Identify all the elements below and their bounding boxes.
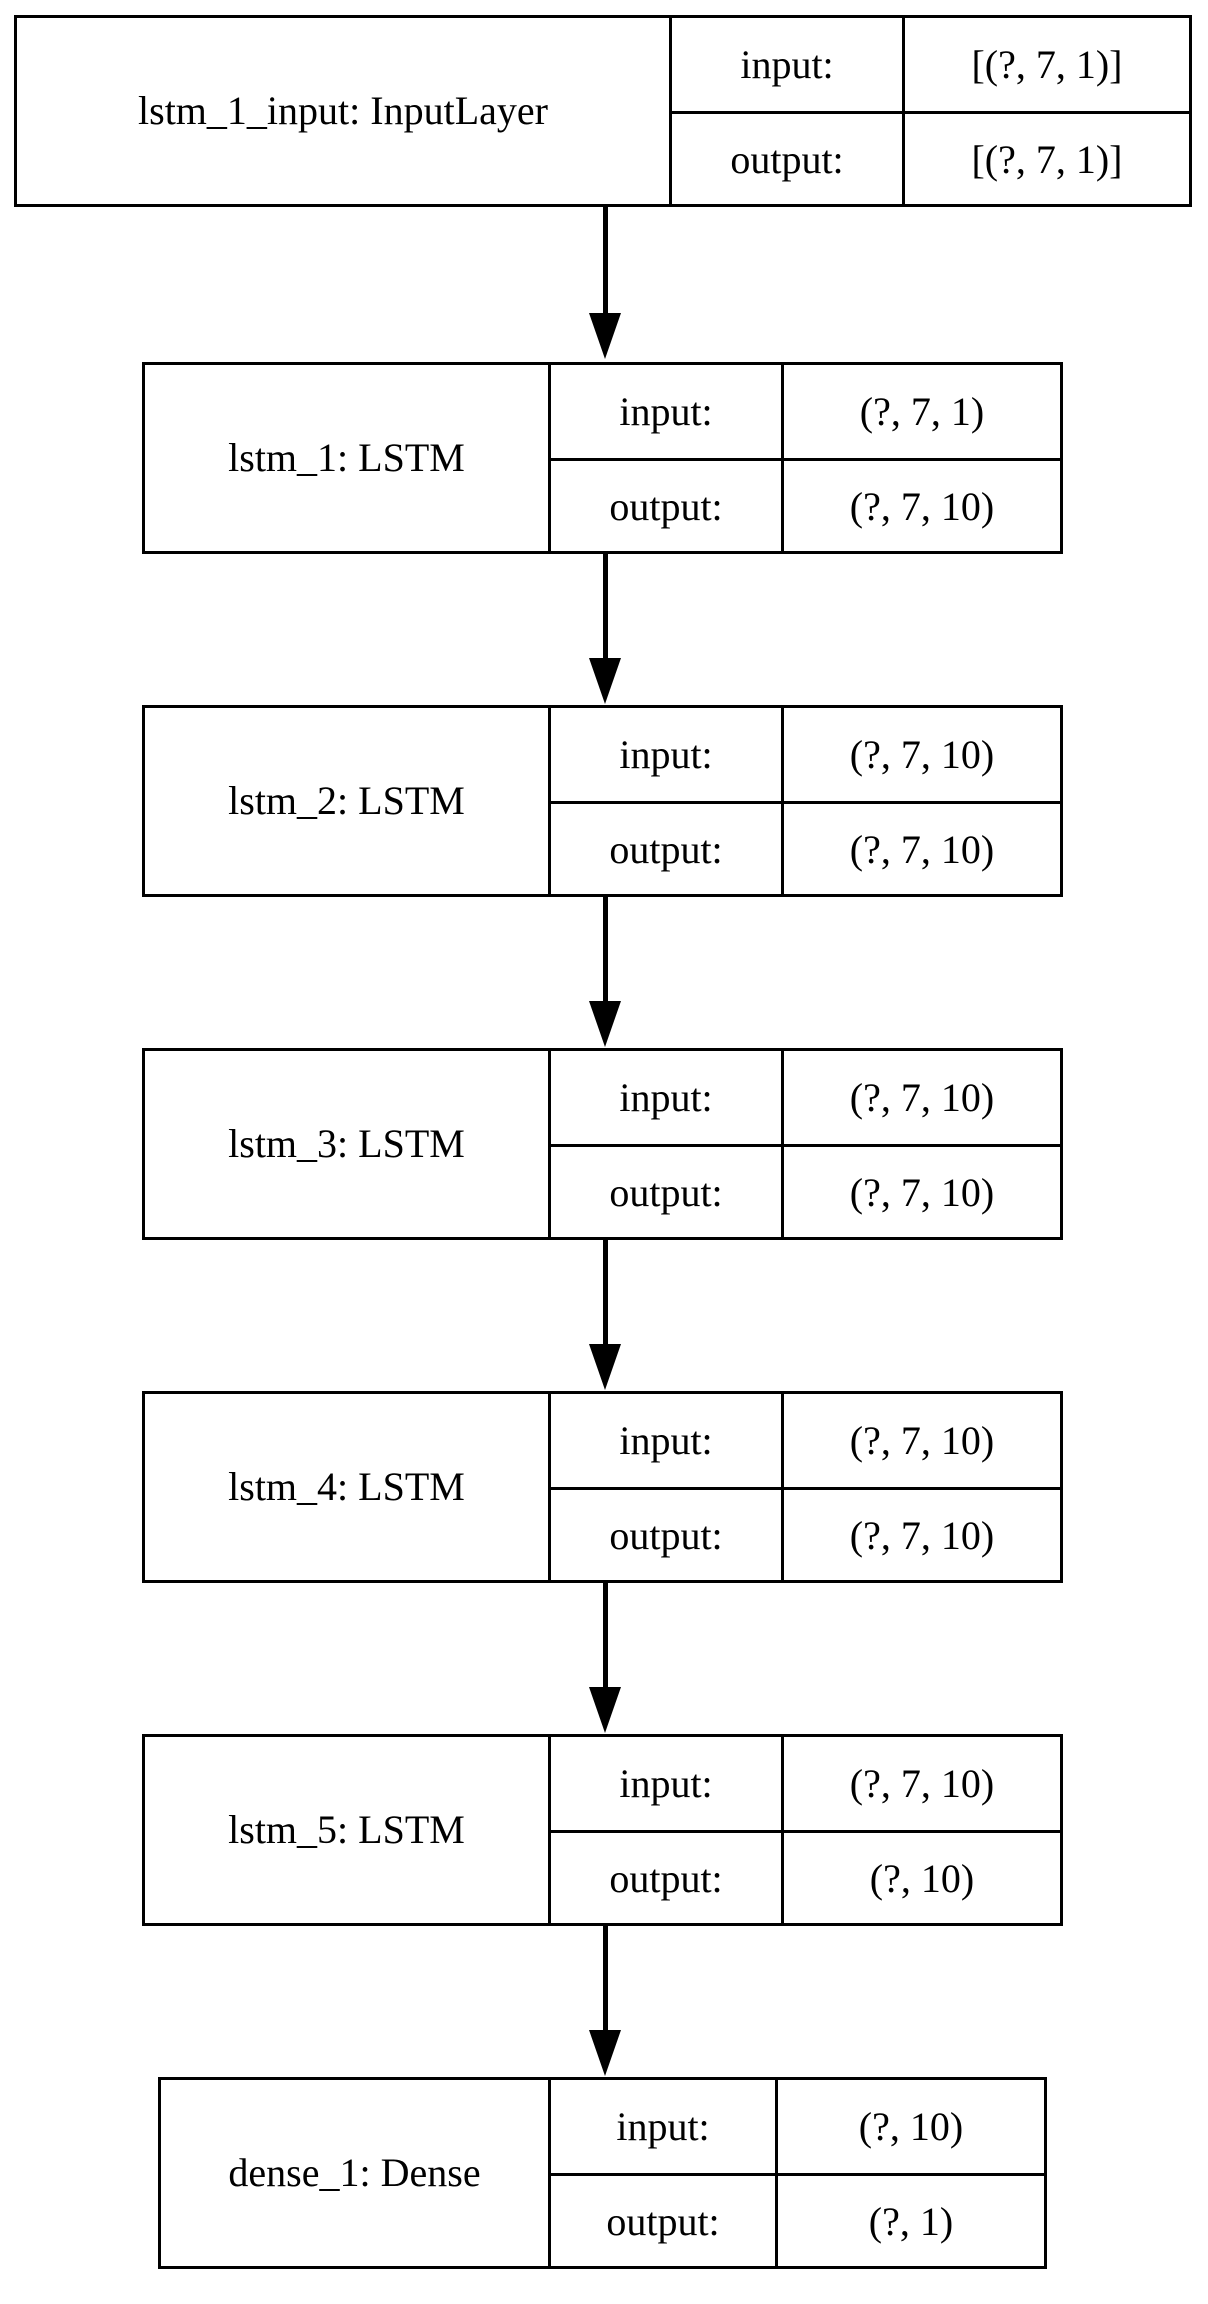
- io-row-input: input: (?, 7, 1): [551, 365, 1060, 458]
- io-shape-output: (?, 1): [775, 2176, 1044, 2266]
- node-io-table-lstm-3: input: (?, 7, 10) output: (?, 7, 10): [548, 1051, 1060, 1237]
- node-label-lstm-4: lstm_4: LSTM: [228, 1464, 465, 1509]
- io-shape-input: (?, 7, 10): [781, 1394, 1060, 1487]
- edge-arrowhead: [589, 658, 621, 704]
- edge-line: [603, 1583, 608, 1689]
- io-label-input: input:: [740, 42, 834, 87]
- io-row-output: output: (?, 7, 10): [551, 1144, 1060, 1237]
- node-label-lstm-3: lstm_3: LSTM: [228, 1121, 465, 1166]
- node-io-table-dense-1: input: (?, 10) output: (?, 1): [548, 2080, 1044, 2266]
- node-io-table-lstm-1: input: (?, 7, 1) output: (?, 7, 10): [548, 365, 1060, 551]
- edge-line: [603, 1240, 608, 1346]
- node-lstm-2[interactable]: lstm_2: LSTM input: (?, 7, 10) output: (…: [142, 705, 1063, 897]
- node-io-table-lstm-4: input: (?, 7, 10) output: (?, 7, 10): [548, 1394, 1060, 1580]
- io-label-output: output:: [730, 136, 844, 182]
- io-label-output: output:: [606, 2198, 720, 2244]
- node-lstm-5[interactable]: lstm_5: LSTM input: (?, 7, 10) output: (…: [142, 1734, 1063, 1926]
- node-lstm-1-input[interactable]: lstm_1_input: InputLayer input: [(?, 7, …: [14, 15, 1192, 207]
- io-row-output: output: (?, 1): [551, 2173, 1044, 2266]
- io-shape-input: (?, 7, 10): [781, 708, 1060, 801]
- io-shape-output: (?, 10): [781, 1833, 1060, 1923]
- node-io-table-lstm-1-input: input: [(?, 7, 1)] output: [(?, 7, 1)]: [669, 18, 1189, 204]
- io-row-input: input: (?, 7, 10): [551, 1737, 1060, 1830]
- node-lstm-3[interactable]: lstm_3: LSTM input: (?, 7, 10) output: (…: [142, 1048, 1063, 1240]
- io-row-output: output: (?, 7, 10): [551, 458, 1060, 551]
- io-label-output: output:: [609, 483, 723, 529]
- edge-line: [603, 1926, 608, 2032]
- io-row-output: output: (?, 7, 10): [551, 1487, 1060, 1580]
- io-shape-input: (?, 7, 10): [781, 1737, 1060, 1830]
- io-label-input: input:: [616, 2104, 710, 2149]
- node-label-lstm-1-input: lstm_1_input: InputLayer: [138, 88, 548, 133]
- edge-arrowhead: [589, 1344, 621, 1390]
- io-label-output: output:: [609, 1855, 723, 1901]
- io-label-output: output:: [609, 1512, 723, 1558]
- io-shape-output: [(?, 7, 1)]: [902, 114, 1189, 204]
- node-lstm-1[interactable]: lstm_1: LSTM input: (?, 7, 1) output: (?…: [142, 362, 1063, 554]
- io-shape-output: (?, 7, 10): [781, 804, 1060, 894]
- io-row-input: input: (?, 7, 10): [551, 708, 1060, 801]
- edge-line: [603, 554, 608, 660]
- io-label-input: input:: [619, 1761, 713, 1806]
- io-label-input: input:: [619, 389, 713, 434]
- io-shape-input: (?, 10): [775, 2080, 1044, 2173]
- io-shape-output: (?, 7, 10): [781, 461, 1060, 551]
- io-shape-input: (?, 7, 10): [781, 1051, 1060, 1144]
- io-label-output: output:: [609, 826, 723, 872]
- io-label-output: output:: [609, 1169, 723, 1215]
- node-io-table-lstm-2: input: (?, 7, 10) output: (?, 7, 10): [548, 708, 1060, 894]
- io-shape-input: (?, 7, 1): [781, 365, 1060, 458]
- io-row-input: input: (?, 7, 10): [551, 1051, 1060, 1144]
- node-io-table-lstm-5: input: (?, 7, 10) output: (?, 10): [548, 1737, 1060, 1923]
- edge-line: [603, 207, 608, 315]
- io-row-output: output: (?, 10): [551, 1830, 1060, 1923]
- io-label-input: input:: [619, 1418, 713, 1463]
- node-label-lstm-2: lstm_2: LSTM: [228, 778, 465, 823]
- io-shape-output: (?, 7, 10): [781, 1490, 1060, 1580]
- io-label-input: input:: [619, 1075, 713, 1120]
- node-label-lstm-5: lstm_5: LSTM: [228, 1807, 465, 1852]
- node-label-lstm-1: lstm_1: LSTM: [228, 435, 465, 480]
- node-dense-1[interactable]: dense_1: Dense input: (?, 10) output: (?…: [158, 2077, 1047, 2269]
- edge-arrowhead: [589, 313, 621, 359]
- io-row-input: input: [(?, 7, 1)]: [672, 18, 1189, 111]
- io-row-input: input: (?, 10): [551, 2080, 1044, 2173]
- edge-arrowhead: [589, 1687, 621, 1733]
- edge-arrowhead: [589, 2030, 621, 2076]
- edge-arrowhead: [589, 1001, 621, 1047]
- io-row-output: output: (?, 7, 10): [551, 801, 1060, 894]
- node-lstm-4[interactable]: lstm_4: LSTM input: (?, 7, 10) output: (…: [142, 1391, 1063, 1583]
- edge-line: [603, 897, 608, 1003]
- io-shape-input: [(?, 7, 1)]: [902, 18, 1189, 111]
- node-label-dense-1: dense_1: Dense: [228, 2150, 481, 2195]
- io-shape-output: (?, 7, 10): [781, 1147, 1060, 1237]
- io-label-input: input:: [619, 732, 713, 777]
- io-row-output: output: [(?, 7, 1)]: [672, 111, 1189, 204]
- io-row-input: input: (?, 7, 10): [551, 1394, 1060, 1487]
